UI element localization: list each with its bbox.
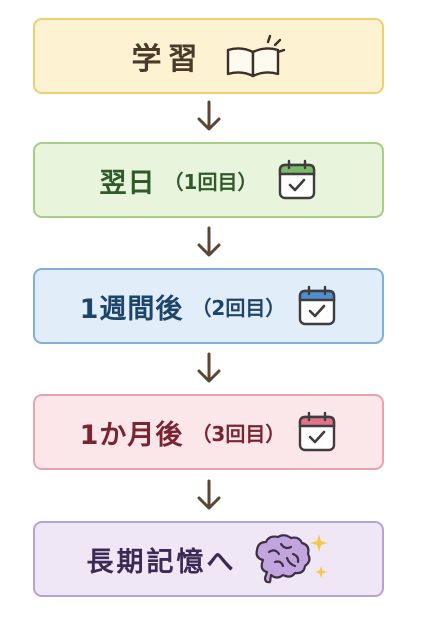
step-next-day: 翌日 （1回目） xyxy=(33,142,384,218)
step-long-term-memory: 長期記憶へ xyxy=(33,521,384,597)
step-review-count: （2回目） xyxy=(191,295,286,320)
step-review-count: （1回目） xyxy=(163,169,258,194)
step-label: 長期記憶へ xyxy=(86,546,237,578)
down-arrow-icon xyxy=(197,226,221,257)
down-arrow-icon xyxy=(197,100,221,131)
step-one-week: 1週間後 （2回目） xyxy=(33,268,384,344)
step-label: 翌日 xyxy=(99,167,156,199)
step-label: 学習 xyxy=(131,42,204,77)
down-arrow-icon xyxy=(197,352,221,383)
calendar-check-icon xyxy=(299,411,336,452)
down-arrow-icon xyxy=(197,479,221,510)
step-review-count: （3回目） xyxy=(191,421,286,446)
step-label: 1か月後 xyxy=(79,419,184,451)
step-study: 学習 xyxy=(33,18,384,94)
step-one-month: 1か月後 （3回目） xyxy=(33,394,384,470)
calendar-check-icon xyxy=(279,159,316,200)
calendar-check-icon xyxy=(299,285,336,326)
open-book-icon xyxy=(226,34,285,78)
brain-sparkle-icon xyxy=(255,534,328,584)
step-label: 1週間後 xyxy=(79,293,184,325)
